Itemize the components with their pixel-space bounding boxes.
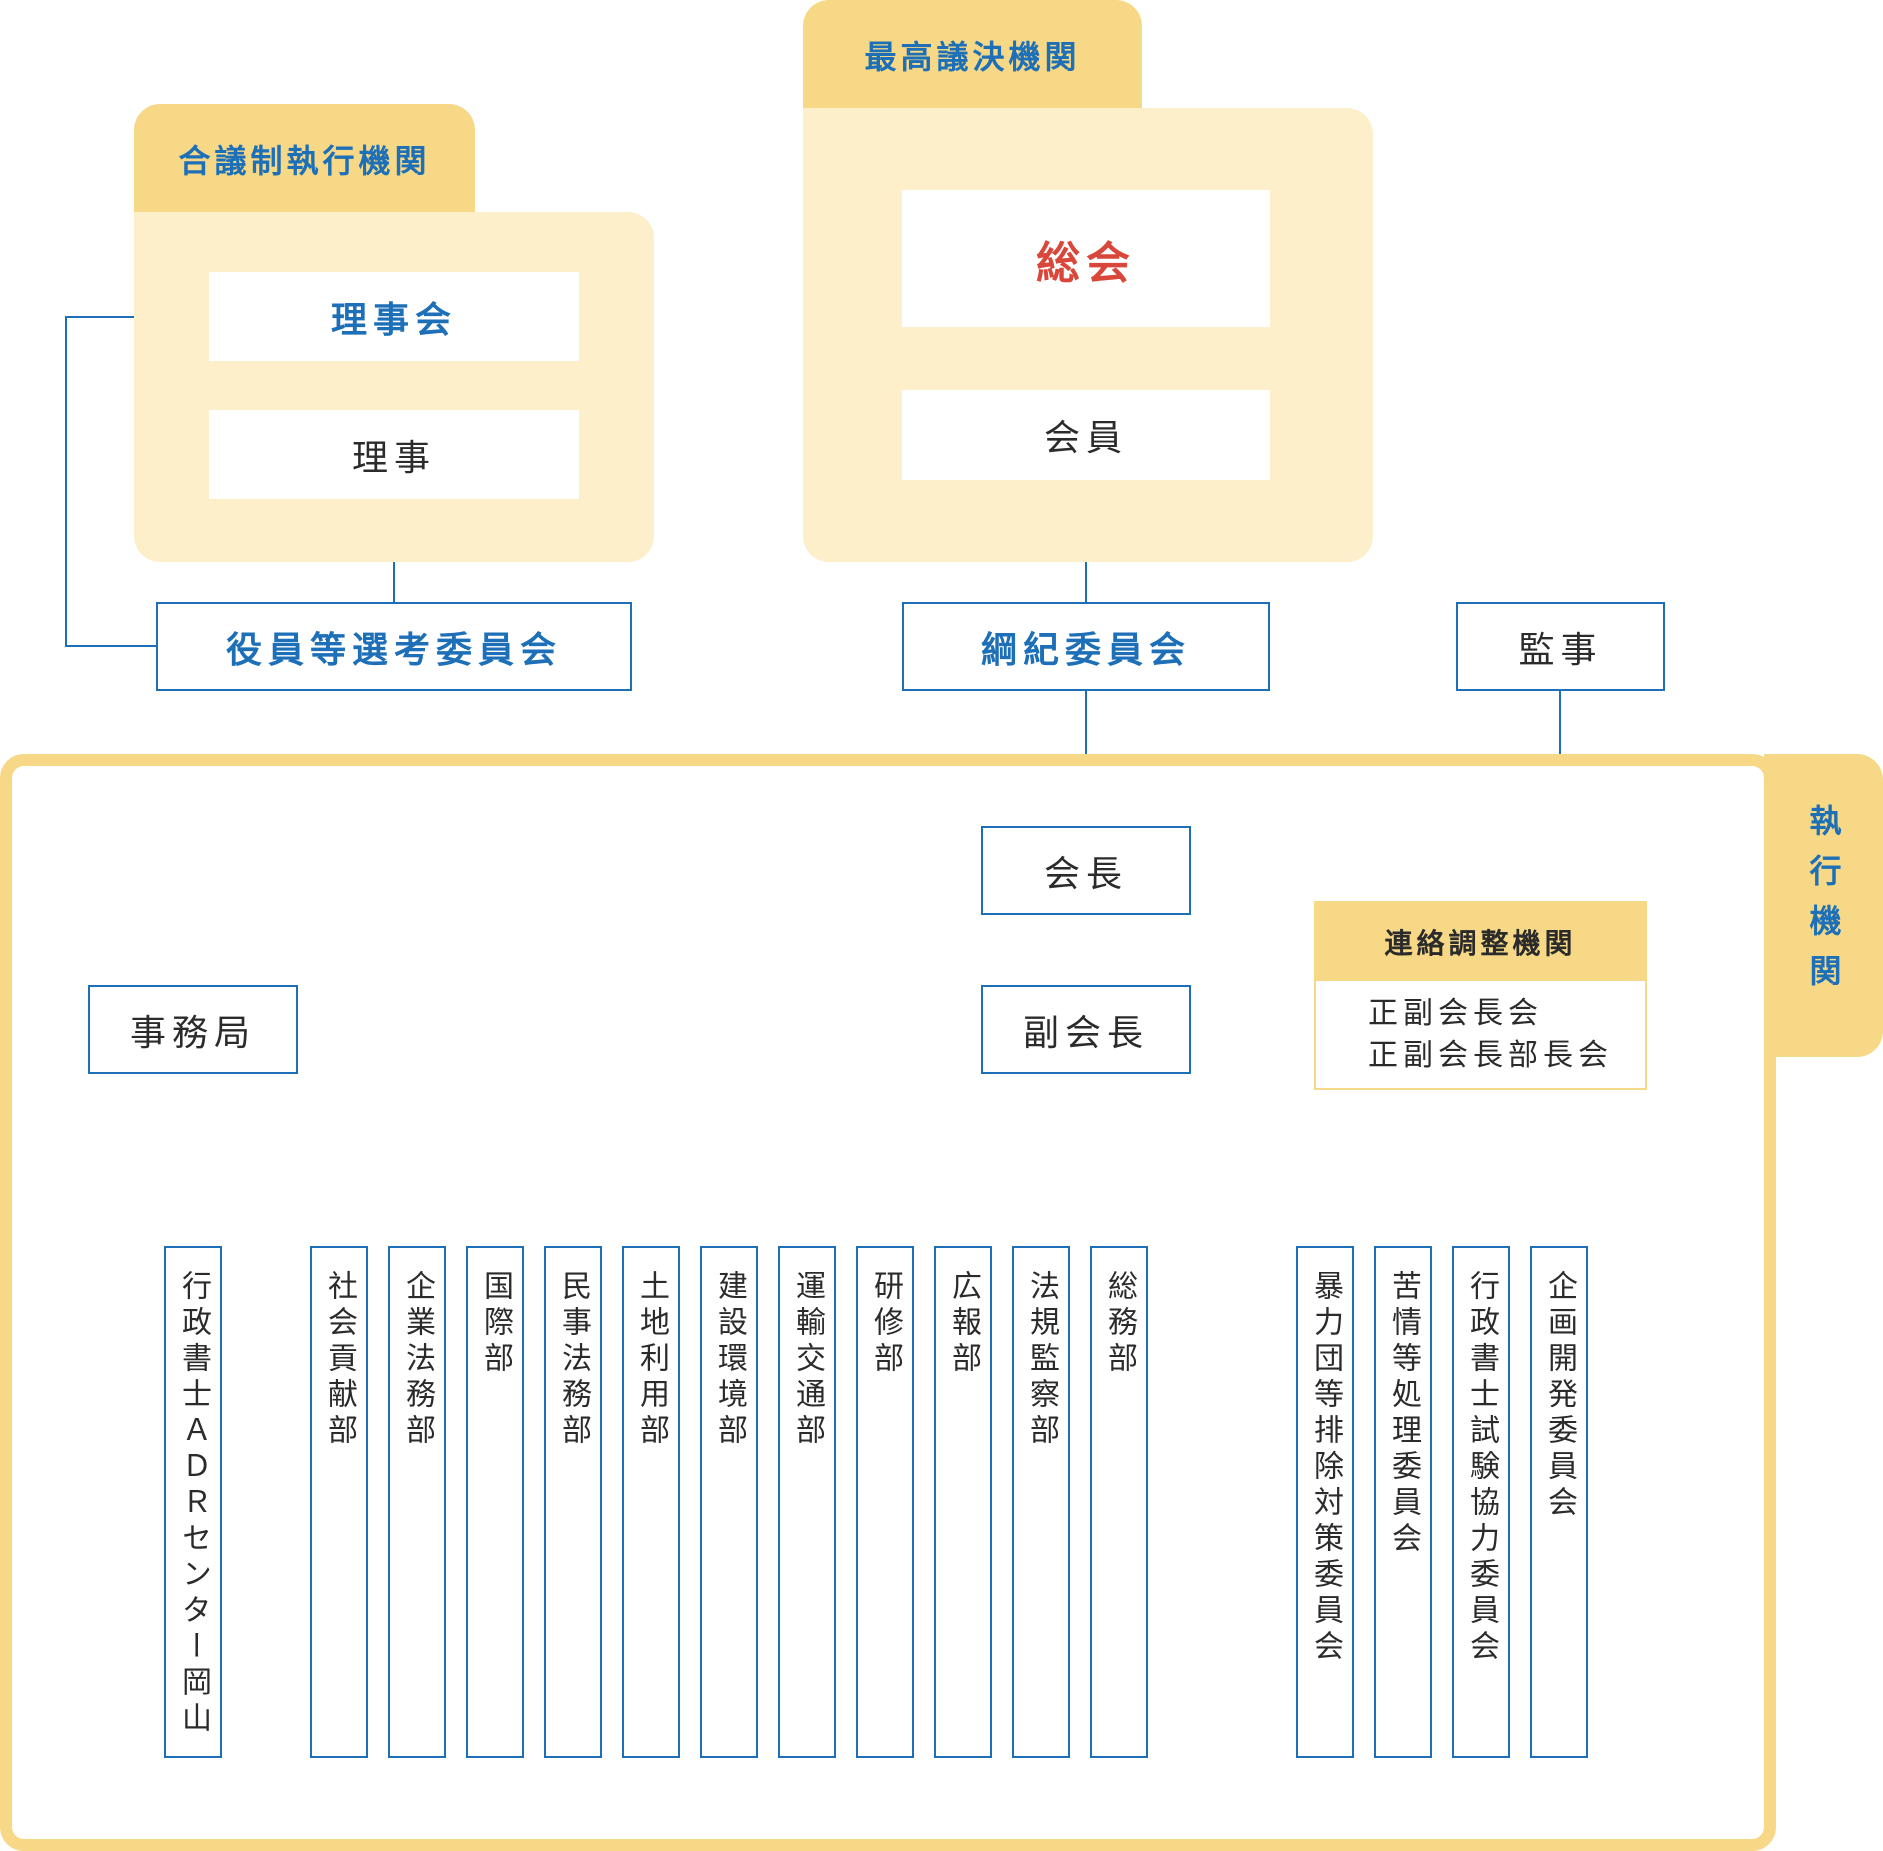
dept-international: 国際部: [466, 1246, 524, 1758]
dept-label: 企画開発委員会: [1542, 1270, 1577, 1522]
dept-label: 建設環境部: [712, 1270, 747, 1450]
committee-exam-cooperation: 行政書士試験協力委員会: [1452, 1246, 1510, 1758]
committee-complaints: 苦情等処理委員会: [1374, 1246, 1432, 1758]
dept-label: 広報部: [946, 1270, 981, 1378]
supreme-group-label: 最高議決機関: [864, 38, 1081, 76]
council-group-label: 合議制執行機関: [178, 142, 431, 180]
liaison-title: 連絡調整機関: [1316, 903, 1645, 981]
liaison-items: 正副会長会 正副会長部長会: [1316, 981, 1645, 1077]
discipline-committee-label: 綱紀委員会: [980, 629, 1191, 671]
dept-civil-legal: 民事法務部: [544, 1246, 602, 1758]
dept-social-contribution: 社会貢献部: [310, 1246, 368, 1758]
secretariat-label: 事務局: [129, 1012, 256, 1054]
council-group-panel: [134, 212, 654, 562]
president-label: 会長: [1043, 853, 1128, 895]
dept-general-affairs: 総務部: [1090, 1246, 1148, 1758]
liaison-box: 連絡調整機関 正副会長会 正副会長部長会: [1314, 901, 1647, 1090]
dept-construction-environment: 建設環境部: [700, 1246, 758, 1758]
dept-label: 土地利用部: [634, 1270, 669, 1450]
dept-label: 国際部: [478, 1270, 513, 1378]
council-group-tab: 合議制執行機関: [134, 104, 475, 214]
president-node: 会長: [981, 826, 1191, 915]
executive-group-tab: 執行機関: [1764, 754, 1883, 1057]
dept-label: 暴力団等排除対策委員会: [1308, 1270, 1343, 1666]
dept-adr-center: 行政書士ＡＤＲセンター岡山: [164, 1246, 222, 1758]
dept-transport: 運輸交通部: [778, 1246, 836, 1758]
dept-label: 法規監察部: [1024, 1270, 1059, 1450]
committee-anti-organized-crime: 暴力団等排除対策委員会: [1296, 1246, 1354, 1758]
dept-label: 運輸交通部: [790, 1270, 825, 1450]
election-committee-node: 役員等選考委員会: [156, 602, 632, 691]
supreme-group-panel: [803, 108, 1373, 562]
members-label: 会員: [1043, 418, 1128, 459]
dept-label: 企業法務部: [400, 1270, 435, 1450]
secretariat-node: 事務局: [88, 985, 298, 1074]
dept-corporate-legal: 企業法務部: [388, 1246, 446, 1758]
dept-label: 総務部: [1102, 1270, 1137, 1378]
dept-label: 社会貢献部: [322, 1270, 357, 1450]
supreme-group-tab: 最高議決機関: [803, 0, 1142, 110]
directors-node: 理事: [209, 410, 579, 499]
board-node: 理事会: [209, 272, 579, 361]
discipline-committee-node: 綱紀委員会: [902, 602, 1270, 691]
dept-label: 行政書士試験協力委員会: [1464, 1270, 1499, 1666]
dept-label: 苦情等処理委員会: [1386, 1270, 1421, 1558]
general-meeting-node: 総会: [902, 190, 1270, 327]
election-committee-label: 役員等選考委員会: [225, 629, 562, 671]
members-node: 会員: [902, 390, 1270, 480]
dept-public-relations: 広報部: [934, 1246, 992, 1758]
dept-legal-inspection: 法規監察部: [1012, 1246, 1070, 1758]
auditor-label: 監事: [1518, 629, 1603, 671]
executive-group-label: 執行機関: [1804, 804, 1843, 1004]
auditor-node: 監事: [1456, 602, 1665, 691]
board-label: 理事会: [330, 299, 457, 341]
general-meeting-label: 総会: [1036, 237, 1136, 289]
dept-label: 研修部: [868, 1270, 903, 1378]
liaison-item: 正副会長部長会: [1368, 1038, 1613, 1073]
vice-president-node: 副会長: [981, 985, 1191, 1074]
dept-training: 研修部: [856, 1246, 914, 1758]
liaison-item: 正副会長会: [1368, 996, 1543, 1031]
dept-land-use: 土地利用部: [622, 1246, 680, 1758]
committee-planning-development: 企画開発委員会: [1530, 1246, 1588, 1758]
directors-label: 理事: [351, 437, 436, 479]
vice-president-label: 副会長: [1022, 1012, 1149, 1054]
dept-label: 行政書士ＡＤＲセンター岡山: [176, 1270, 211, 1738]
dept-label: 民事法務部: [556, 1270, 591, 1450]
